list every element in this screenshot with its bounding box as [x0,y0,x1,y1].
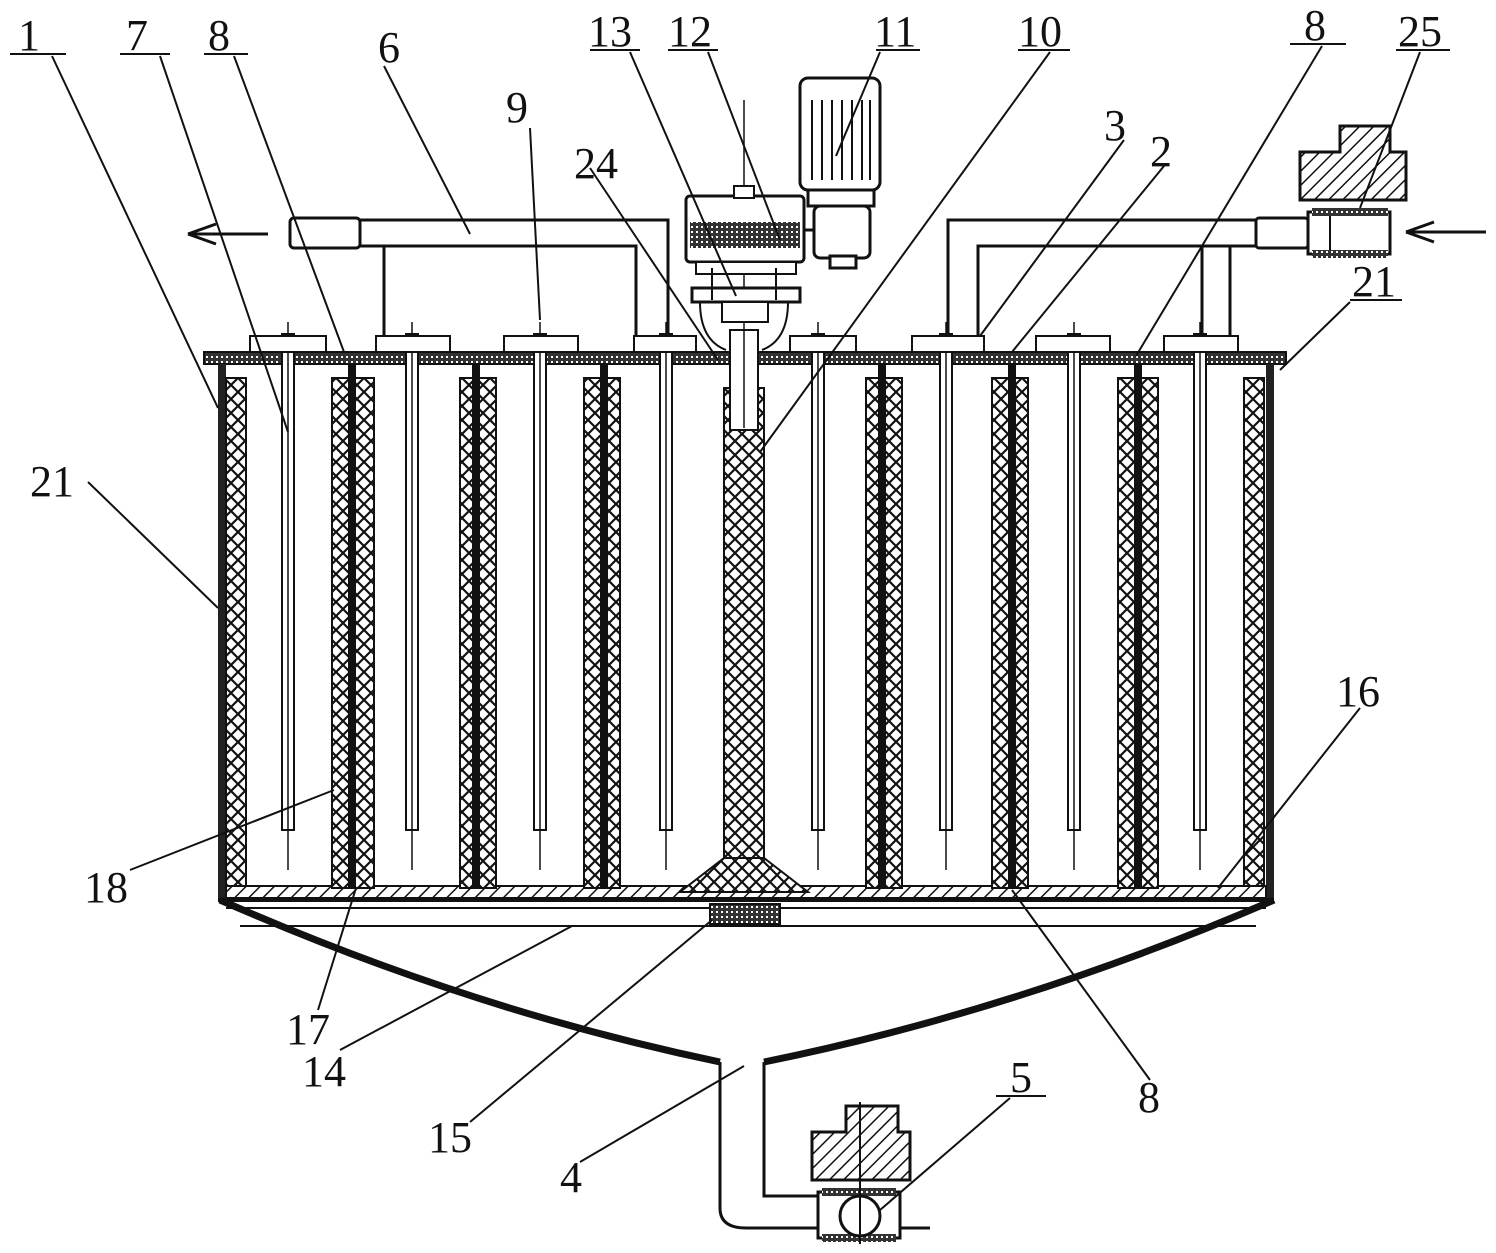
label-24: 24 [574,139,618,188]
electrode-cap [375,335,451,353]
shaft-foot [677,857,811,893]
label-5: 5 [1010,1053,1032,1102]
hopper-cone-right [763,896,1276,1066]
right-manifold [946,124,1408,336]
right-outer-wall [1266,364,1274,900]
gearbox [812,204,872,260]
electrode-caps [249,335,1239,353]
plate-core [1008,364,1016,888]
hopper-cone-left [218,896,721,1066]
outlet-pipe-inner [762,1062,818,1198]
label-8-right: 8 [1304,1,1326,50]
right-manifold-outer [946,218,1256,336]
left-manifold [288,216,670,336]
plate-core [348,364,356,888]
shaft-column [723,387,765,869]
electrode-cap [789,335,857,353]
outlet-arrow-head [187,222,217,246]
label-11: 11 [874,7,916,56]
inlet-valve-handle [1298,124,1408,202]
label-14: 14 [302,1047,346,1096]
electrode-cap [249,335,327,353]
label-1: 1 [18,11,40,60]
part-labels: 1 7 8 6 9 24 13 12 11 10 3 2 8 25 21 21 … [18,1,1442,1202]
inlet-valve-bottom [1312,250,1388,258]
label-7: 7 [126,11,148,60]
left-manifold-outer [360,218,670,336]
right-wall-lining [1243,377,1265,891]
reducer-cap [733,185,755,199]
reducer-gear-band [690,222,800,248]
inlet-valve-top [1312,208,1388,216]
electrode-plates [331,364,1159,889]
label-8-left: 8 [208,11,230,60]
electrode-cap [1163,335,1239,353]
agitator-shaft [677,100,811,925]
inlet-arrow-head [1405,220,1435,244]
label-21-left: 21 [30,457,74,506]
gearbox-foot [828,254,858,270]
label-25: 25 [1398,7,1442,56]
left-manifold-inner [382,244,638,336]
flow-arrows [187,220,1486,246]
label-3: 3 [1104,101,1126,150]
electrode-cap [503,335,579,353]
electrode-rods [281,322,1207,870]
electrode-cap [633,335,697,353]
label-2: 2 [1150,127,1172,176]
label-10: 10 [1018,7,1062,56]
label-15: 15 [428,1113,472,1162]
electrode-cap [911,335,985,353]
plate-core [600,364,608,888]
label-9: 9 [506,83,528,132]
motor-flange [806,188,876,208]
plate-core [878,364,886,888]
left-outer-wall [218,364,226,900]
electrode-cap [1035,335,1111,353]
label-13: 13 [588,7,632,56]
plate-core [1134,364,1142,888]
outlet-pipe [718,1062,930,1230]
coupling-plate [690,286,802,304]
drain-valve [810,1102,912,1244]
left-wall-lining [225,377,247,891]
left-outlet-nozzle [288,216,362,250]
drive-unit [684,76,882,351]
right-manifold-inner [976,244,1256,336]
motor-fins [811,100,871,180]
leader-lines [10,43,1450,1211]
label-4: 4 [560,1153,582,1202]
coupling-hub [721,301,769,323]
coupling-frame [695,261,797,275]
coupling-support [699,301,789,351]
plate-core [472,364,480,888]
inlet-valve-body [1306,210,1392,256]
label-6: 6 [378,23,400,72]
label-17: 17 [286,1005,330,1054]
right-inlet-nozzle [1254,216,1310,250]
label-12: 12 [668,7,712,56]
label-16: 16 [1336,667,1380,716]
label-8-bottom: 8 [1138,1073,1160,1122]
label-21-right: 21 [1352,257,1396,306]
label-18: 18 [84,863,128,912]
shaft-bearing [709,903,781,925]
